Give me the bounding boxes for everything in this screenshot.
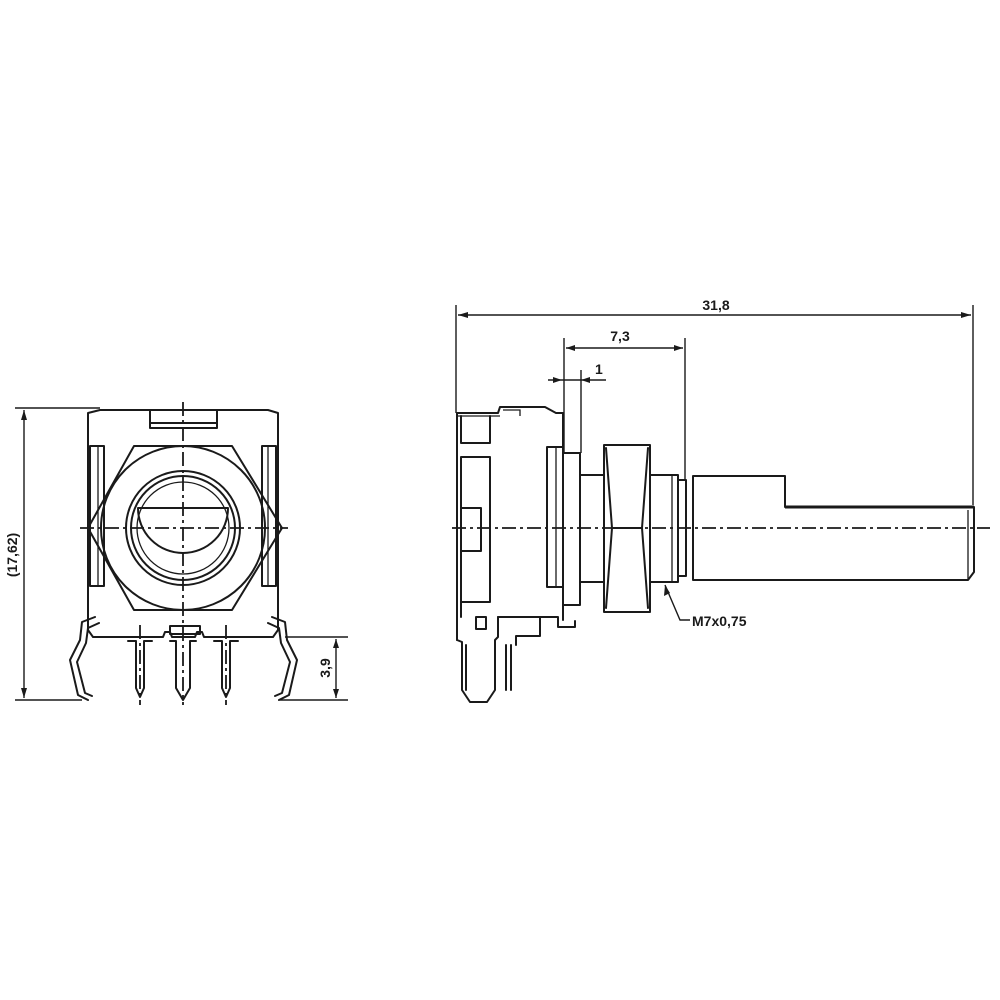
- dim-height-label: (17,62): [4, 533, 20, 577]
- front-body-outline: [87, 409, 279, 616]
- thread-callout-label: M7x0,75: [692, 613, 747, 629]
- dim-overall-height: (17,62): [4, 407, 100, 701]
- dim-overall-length-label: 31,8: [702, 297, 729, 313]
- terminal-pins: [127, 625, 239, 705]
- dim-flange: 1: [548, 361, 606, 453]
- side-housing: [456, 406, 564, 641]
- dim-flange-label: 1: [595, 361, 603, 377]
- shaft: [692, 475, 975, 581]
- dim-overall-length: 31,8: [455, 297, 974, 505]
- front-view: [69, 402, 298, 705]
- left-slot: [89, 445, 105, 587]
- dim-pin-length-label: 3,9: [317, 658, 333, 678]
- right-slot: [261, 445, 277, 587]
- side-terminals: [456, 616, 499, 703]
- dim-thread-length: 7,3: [563, 328, 686, 480]
- flange: [546, 446, 564, 588]
- thread-callout: M7x0,75: [664, 584, 747, 629]
- side-view: [452, 406, 990, 703]
- dim-thread-length-label: 7,3: [610, 328, 630, 344]
- dim-pin-length: 3,9: [280, 636, 348, 701]
- left-mounting-leg: [69, 616, 100, 701]
- right-mounting-leg: [267, 616, 298, 701]
